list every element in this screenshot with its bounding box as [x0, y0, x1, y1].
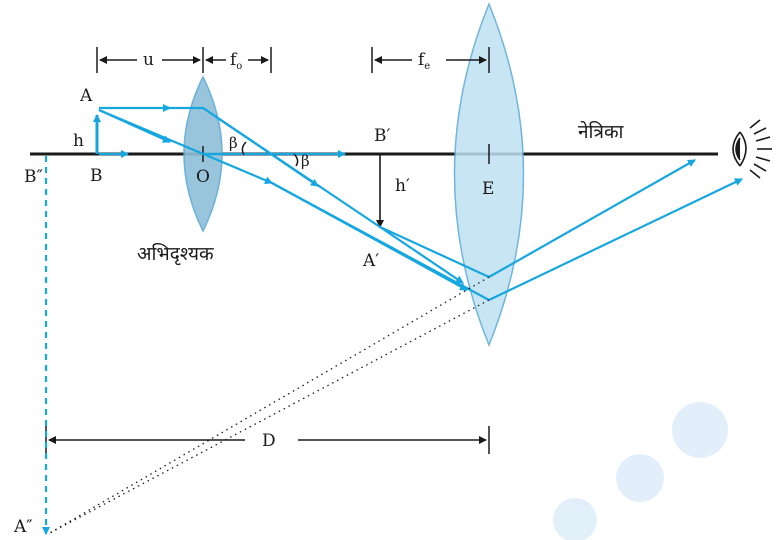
label-B-double-prime: B″	[24, 167, 43, 187]
label-B: B	[90, 166, 103, 186]
label-u: u	[143, 50, 154, 70]
label-objective: अभिदृश्यक	[137, 242, 214, 266]
label-beta-2: β	[301, 152, 310, 170]
label-beta-1: β	[229, 134, 238, 152]
watermark	[553, 402, 728, 540]
label-A-double-prime: A″	[13, 517, 33, 537]
eyepiece-lens	[453, 2, 525, 348]
label-A-prime: A′	[362, 251, 379, 271]
label-A: A	[79, 86, 93, 106]
label-eyepiece: नेत्रिका	[578, 120, 625, 143]
dimension-markers	[96, 47, 490, 73]
angle-beta-eyepiece	[293, 153, 299, 167]
label-h-prime: h′	[395, 176, 410, 196]
label-f-e: fe	[418, 50, 430, 72]
label-h: h	[73, 131, 84, 151]
virtual-ray-extension	[47, 276, 490, 535]
angle-beta-objective	[241, 141, 247, 156]
label-E: E	[482, 179, 494, 199]
label-f-o: fo	[230, 50, 242, 72]
eye-icon	[732, 119, 772, 179]
label-D: D	[262, 431, 276, 451]
label-O: O	[196, 167, 210, 187]
light-rays	[98, 104, 743, 301]
distance-D-marker	[45, 426, 490, 454]
label-B-prime: B′	[374, 126, 390, 146]
